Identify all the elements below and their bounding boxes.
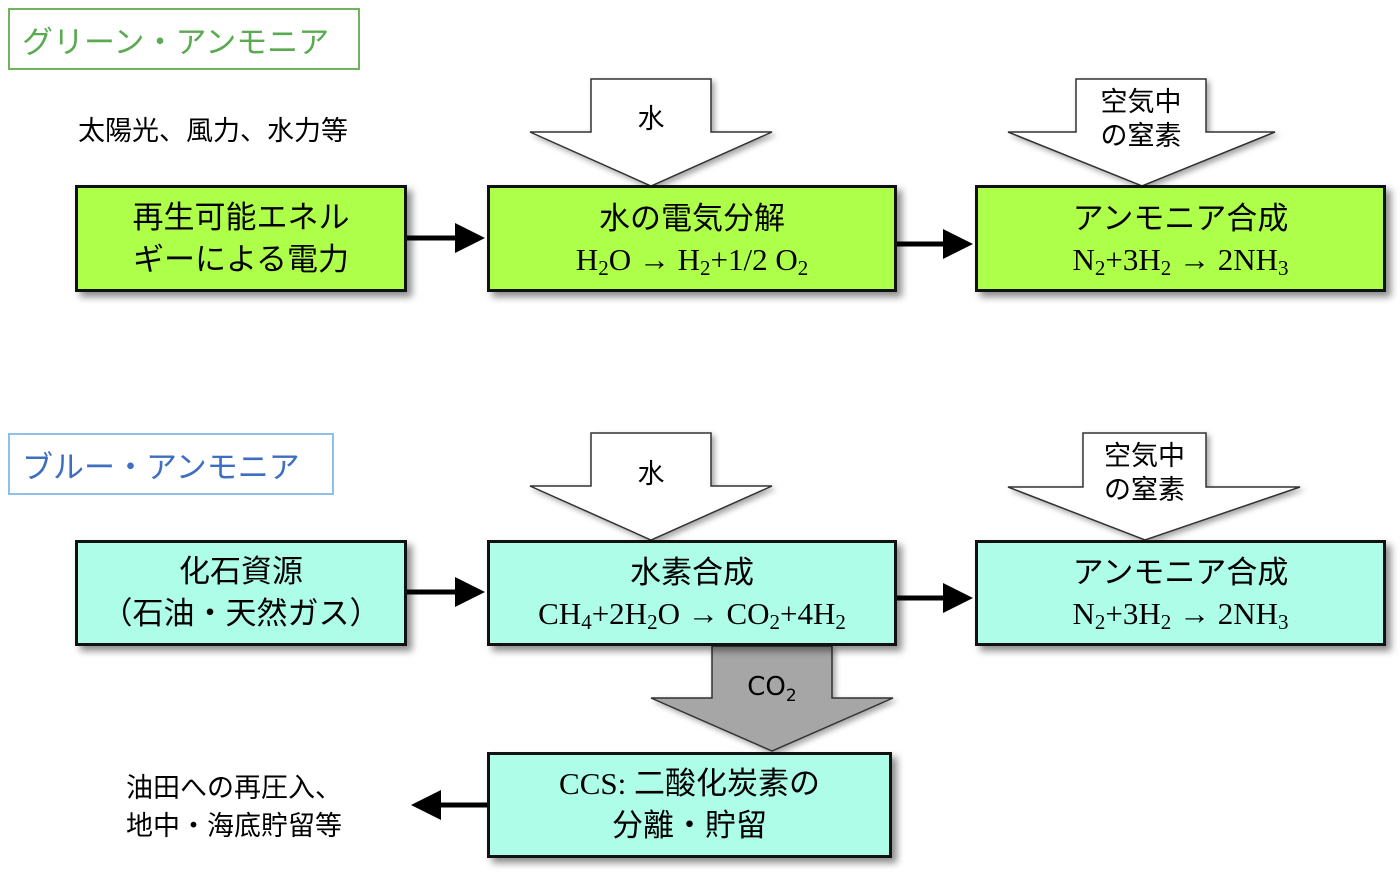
co2-label-text: CO (747, 672, 786, 702)
ammonia-synthesis-title-green: アンモニア合成 (1072, 200, 1289, 237)
ammonia-synthesis-box-green: アンモニア合成 N2+3H2 → 2NH3 (975, 185, 1386, 292)
co2-arrow-label: CO2 (712, 670, 832, 713)
ccs-box: CCS: 二酸化炭素の 分離・貯留 (487, 752, 892, 858)
nitrogen-input-label-green: 空気中 の窒素 (1076, 86, 1206, 154)
hydrogen-synthesis-title: 水素合成 (630, 555, 754, 591)
renewable-power-box: 再生可能エネル ギーによる電力 (75, 185, 407, 292)
electrolysis-equation: H2O → H2+1/2 O2 (575, 241, 809, 280)
fossil-resources-line2: （石油・天然ガス） (101, 596, 381, 632)
storage-note-line1: 油田への再圧入、 (126, 773, 342, 804)
water-input-label-blue: 水 (637, 459, 665, 490)
nitrogen-input-line2-blue: の窒素 (1104, 475, 1185, 506)
ammonia-synthesis-equation-blue: N2+3H2 → 2NH3 (1072, 596, 1289, 634)
ammonia-synthesis-box-blue: アンモニア合成 N2+3H2 → 2NH3 (975, 540, 1386, 646)
nitrogen-input-line2-green: の窒素 (1100, 121, 1182, 152)
nitrogen-input-arrow-blue (1007, 432, 1301, 541)
green-ammonia-label-text: グリーン・アンモニア (22, 24, 330, 61)
nitrogen-input-line1-green: 空気中 (1100, 87, 1182, 118)
co2-output-arrow (650, 645, 894, 752)
co2-label-subscript: 2 (785, 686, 797, 707)
fossil-resources-line1: 化石資源 (179, 554, 303, 590)
water-input-arrow-green (529, 78, 773, 187)
water-input-label-green: 水 (637, 104, 665, 135)
nitrogen-input-line1-blue: 空気中 (1104, 441, 1185, 472)
blue-ammonia-label-text: ブルー・アンモニア (22, 449, 300, 486)
blue-ammonia-label: ブルー・アンモニア (8, 433, 334, 495)
ccs-line2: 分離・貯留 (612, 808, 767, 844)
hydrogen-synthesis-equation: CH4+2H2O → CO2+4H2 (538, 596, 846, 634)
renewable-power-line2: ギーによる電力 (132, 241, 350, 278)
storage-note-line2: 地中・海底貯留等 (126, 811, 342, 842)
nitrogen-input-label-blue: 空気中 の窒素 (1083, 440, 1206, 508)
green-ammonia-label: グリーン・アンモニア (8, 8, 360, 70)
storage-note: 油田への再圧入、 地中・海底貯留等 (126, 770, 342, 846)
nitrogen-input-arrow-green (1007, 78, 1276, 187)
electrolysis-title: 水の電気分解 (599, 200, 785, 237)
electrolysis-box: 水の電気分解 H2O → H2+1/2 O2 (487, 185, 897, 292)
ammonia-synthesis-title-blue: アンモニア合成 (1072, 555, 1289, 591)
ccs-line1: CCS: 二酸化炭素の (559, 766, 820, 801)
renewable-sources-note: 太陽光、風力、水力等 (78, 116, 348, 147)
water-input-arrow-blue (529, 432, 773, 541)
fossil-resources-box: 化石資源 （石油・天然ガス） (75, 540, 407, 646)
renewable-power-line1: 再生可能エネル (132, 199, 350, 236)
ammonia-synthesis-equation-green: N2+3H2 → 2NH3 (1072, 241, 1289, 280)
hydrogen-synthesis-box: 水素合成 CH4+2H2O → CO2+4H2 (487, 540, 897, 646)
